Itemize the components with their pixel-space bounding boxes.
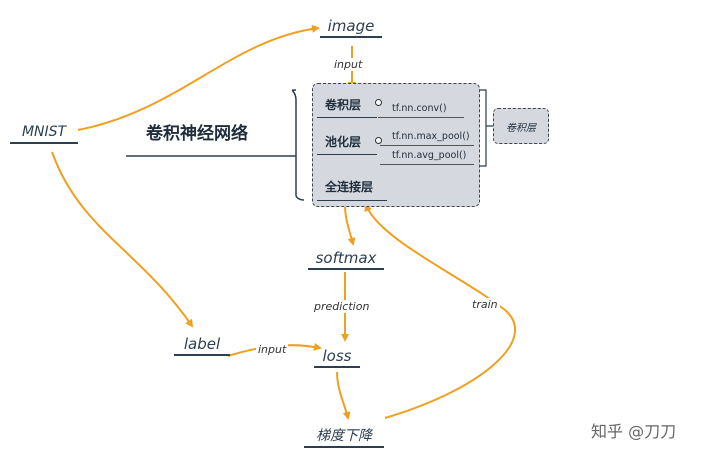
diagram-title: 卷积神经网络 xyxy=(146,124,248,144)
edge-mnist-image xyxy=(77,24,320,131)
node-softmax-underline xyxy=(308,268,384,270)
layer-fc-label: 全连接层 xyxy=(325,180,374,194)
node-label: label xyxy=(174,334,230,356)
node-label-underline xyxy=(174,354,230,356)
layer-pool-code-max: tf.nn.max_pool() xyxy=(392,131,470,142)
node-loss-underline xyxy=(314,366,360,368)
layer-pool-code-avg-underline xyxy=(380,164,474,165)
node-image: image xyxy=(320,16,382,38)
edge-gradient-train xyxy=(364,203,517,419)
edge-label-train: train xyxy=(470,298,500,311)
edge-label-prediction: prediction xyxy=(312,300,372,313)
node-loss: loss xyxy=(314,346,360,368)
watermark: 知乎 @刀刀 xyxy=(591,422,677,441)
edge-label-label-input: input xyxy=(256,343,289,356)
layer-pool-code-avg: tf.nn.avg_pool() xyxy=(392,150,467,161)
edge-loss-gradient xyxy=(336,371,351,420)
layer-conv-code: tf.nn.conv() xyxy=(392,103,447,114)
node-gradient-descent-label: 梯度下降 xyxy=(316,428,372,444)
side-bracket xyxy=(478,89,493,167)
node-mnist-label: MNIST xyxy=(21,124,67,140)
layer-conv-code-underline xyxy=(378,117,464,118)
edge-label-image-input: input xyxy=(332,58,365,71)
edge-fc-softmax xyxy=(344,204,356,246)
layer-conv-dot xyxy=(375,99,382,106)
layer-conv-underline xyxy=(317,117,377,118)
title-bracket xyxy=(126,89,305,201)
node-image-label: image xyxy=(327,17,375,35)
layer-pool-dot xyxy=(375,137,382,144)
side-box-conv: 卷积层 xyxy=(493,108,549,144)
layer-pool-code-max-underline xyxy=(380,145,474,146)
node-label-label: label xyxy=(183,335,221,353)
node-softmax: softmax xyxy=(308,248,384,270)
layer-pool-label: 池化层 xyxy=(325,135,362,149)
node-mnist: MNIST xyxy=(10,122,78,144)
layer-pool-underline xyxy=(317,154,377,155)
node-image-underline xyxy=(320,36,382,38)
layer-conv-label: 卷积层 xyxy=(325,98,362,112)
layer-fc-underline xyxy=(317,200,387,201)
edge-mnist-label xyxy=(51,151,194,328)
node-gradient-descent: 梯度下降 xyxy=(304,426,384,448)
node-loss-label: loss xyxy=(322,347,352,365)
node-gradient-descent-underline xyxy=(304,446,384,448)
node-mnist-underline xyxy=(10,142,78,144)
node-softmax-label: softmax xyxy=(315,249,377,267)
